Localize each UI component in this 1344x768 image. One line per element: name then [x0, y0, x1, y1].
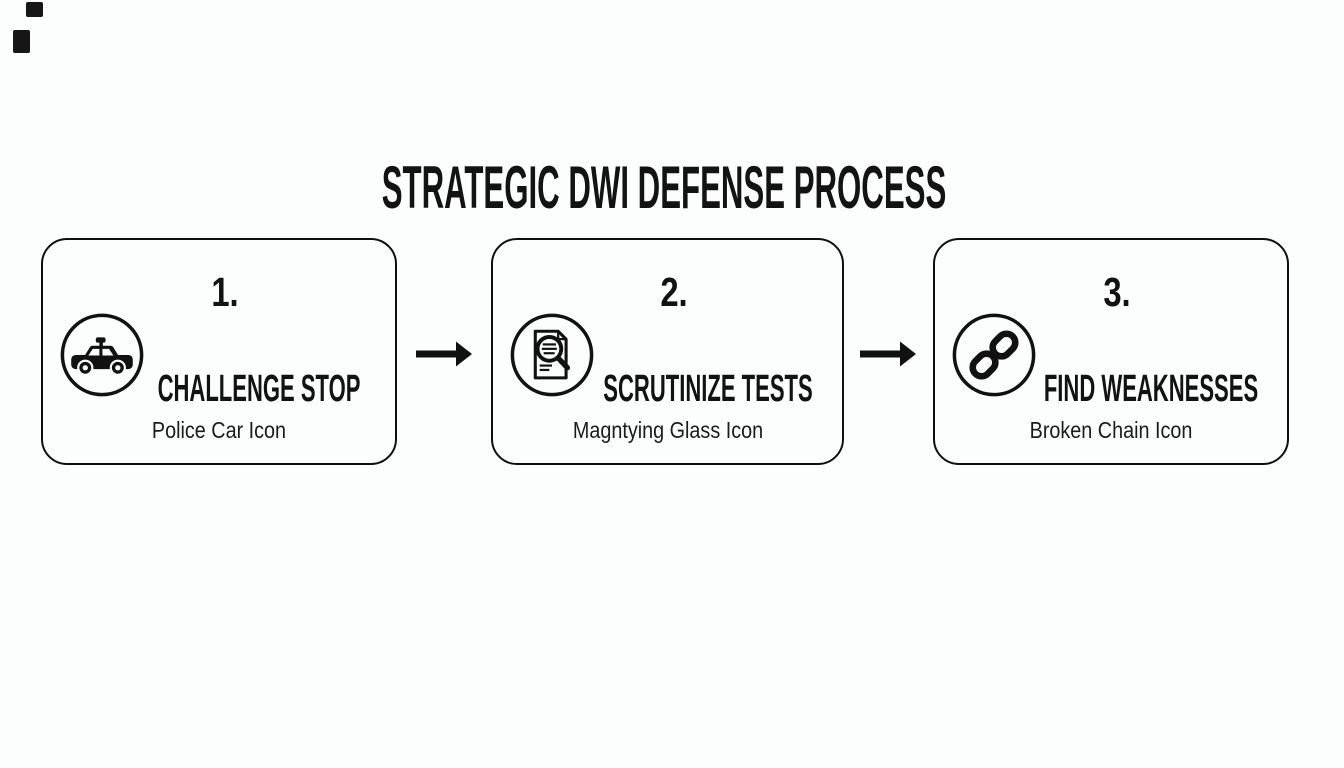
step-caption: Police Car Icon: [151, 417, 287, 443]
step-card-challenge-stop: 1. CHALLENGE STOP Police Car Icon: [41, 238, 397, 465]
step-card-scrutinize-tests: 2. SCRUTINIZE TESTS Magntying Glass Icon: [491, 238, 844, 465]
step-caption: Broken Chain Icon: [1029, 417, 1193, 443]
flow-arrow-icon: [860, 340, 916, 368]
smudge-mark: [26, 2, 43, 17]
step-heading: SCRUTINIZE TESTS: [602, 367, 813, 410]
step-number: 3.: [1103, 269, 1131, 315]
step-number: 2.: [659, 269, 688, 315]
step-heading: CHALLENGE STOP: [157, 367, 361, 410]
step-heading: FIND WEAKNESSES: [1043, 367, 1259, 410]
step-number: 1.: [211, 269, 239, 315]
broken-chain-icon: [950, 311, 1038, 399]
flow-arrow-icon: [416, 340, 472, 368]
page-title: STRATEGIC DWI DEFENSE PROCESS: [381, 154, 947, 222]
step-caption: Magntying Glass Icon: [572, 417, 763, 443]
smudge-mark: [13, 30, 30, 53]
police-car-icon: [58, 311, 146, 399]
step-card-find-weaknesses: 3. FIND WEAKNESSES Broken Chain Icon: [933, 238, 1289, 465]
magnifying-glass-icon: [508, 311, 596, 399]
